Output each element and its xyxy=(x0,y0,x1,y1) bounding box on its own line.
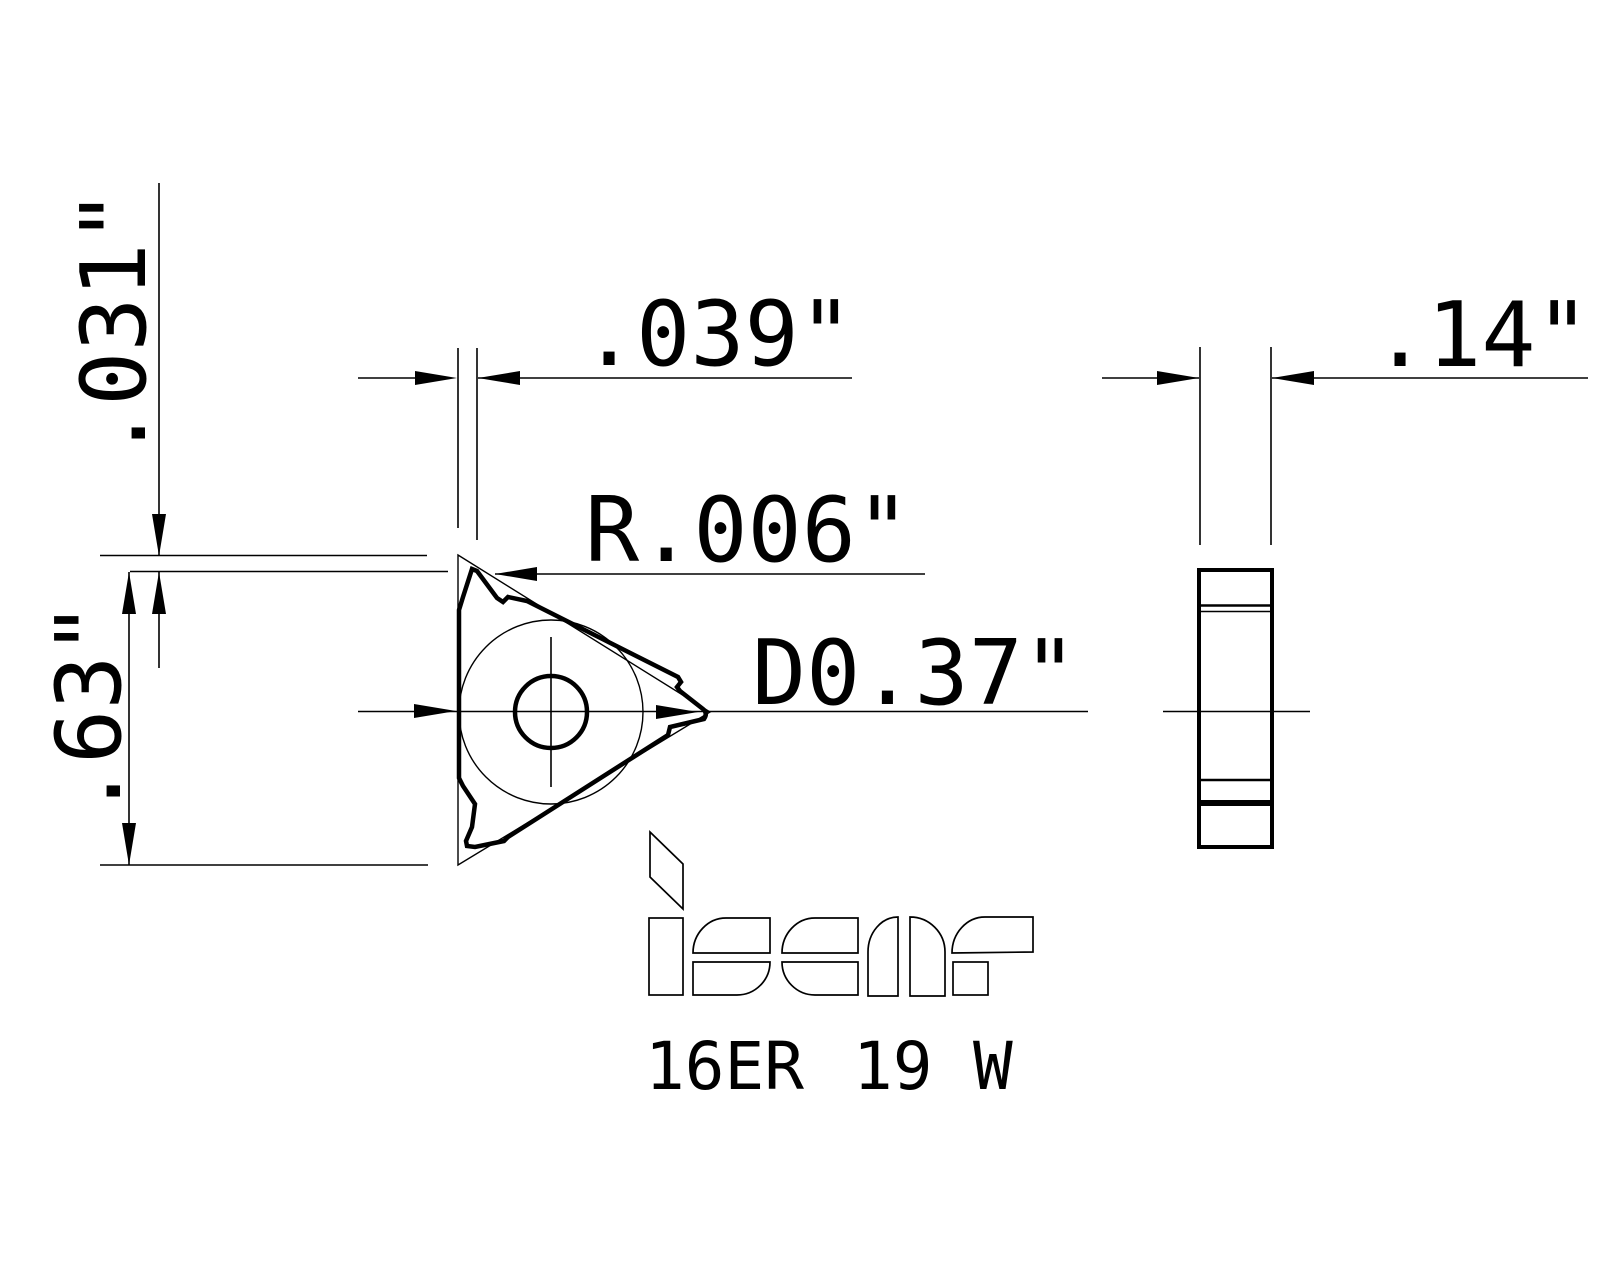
logo-a-right xyxy=(909,916,946,997)
dimension-inscribed-circle: D0.37" xyxy=(358,621,1088,726)
dimension-corner-radius: R.006" xyxy=(495,478,925,583)
dimension-crest-width: .039" xyxy=(358,282,853,540)
arrowhead-left-outside xyxy=(1272,371,1314,385)
arrowhead-right-outside xyxy=(1157,371,1199,385)
dim-text-thickness: .14" xyxy=(1373,283,1590,388)
logo-r-top xyxy=(951,916,1034,954)
dim-text-corner-radius: R.006" xyxy=(585,478,910,583)
dimension-tip-truncation: .031" xyxy=(62,183,448,668)
logo-a-left xyxy=(867,916,899,997)
arrowhead-down xyxy=(152,514,166,556)
arrowhead-up xyxy=(122,572,136,614)
designation-pitch: 19 xyxy=(853,1028,932,1105)
arrowhead-down xyxy=(122,823,136,865)
side-view-outline xyxy=(1197,568,1274,849)
logo-s-lower xyxy=(692,961,771,996)
designation-profile: W xyxy=(973,1028,1013,1105)
logo-r-leg xyxy=(952,961,989,996)
iscar-logo xyxy=(648,829,1034,997)
dim-text-crest-width: .039" xyxy=(582,282,853,387)
dim-text-inscribed-circle: D0.37" xyxy=(752,621,1077,726)
designation-size: 16ER xyxy=(645,1028,804,1105)
dimension-thickness: .14" xyxy=(1102,283,1590,545)
dim-text-insert-height: .63" xyxy=(37,601,142,818)
logo-c-lower xyxy=(781,961,859,996)
arrowhead-right-outside xyxy=(415,371,457,385)
logo-c-upper xyxy=(781,917,859,954)
logo-i-dot xyxy=(649,829,684,912)
arrowhead-up xyxy=(152,572,166,614)
dim-text-tip-truncation: .031" xyxy=(62,189,167,460)
insert-designation: 16ER 19 W xyxy=(645,1028,1013,1105)
arrowhead-right-at-left-edge xyxy=(414,704,456,718)
side-view xyxy=(1163,568,1310,849)
insert-profile-outline xyxy=(456,566,708,850)
logo-i-stem xyxy=(648,917,684,996)
arrowhead-left-at-crest xyxy=(495,567,537,581)
arrowhead-left-outside xyxy=(478,371,520,385)
dimension-insert-height: .63" xyxy=(37,572,428,866)
arrowhead-right-at-nose xyxy=(656,705,698,719)
logo-s-upper xyxy=(692,917,771,954)
